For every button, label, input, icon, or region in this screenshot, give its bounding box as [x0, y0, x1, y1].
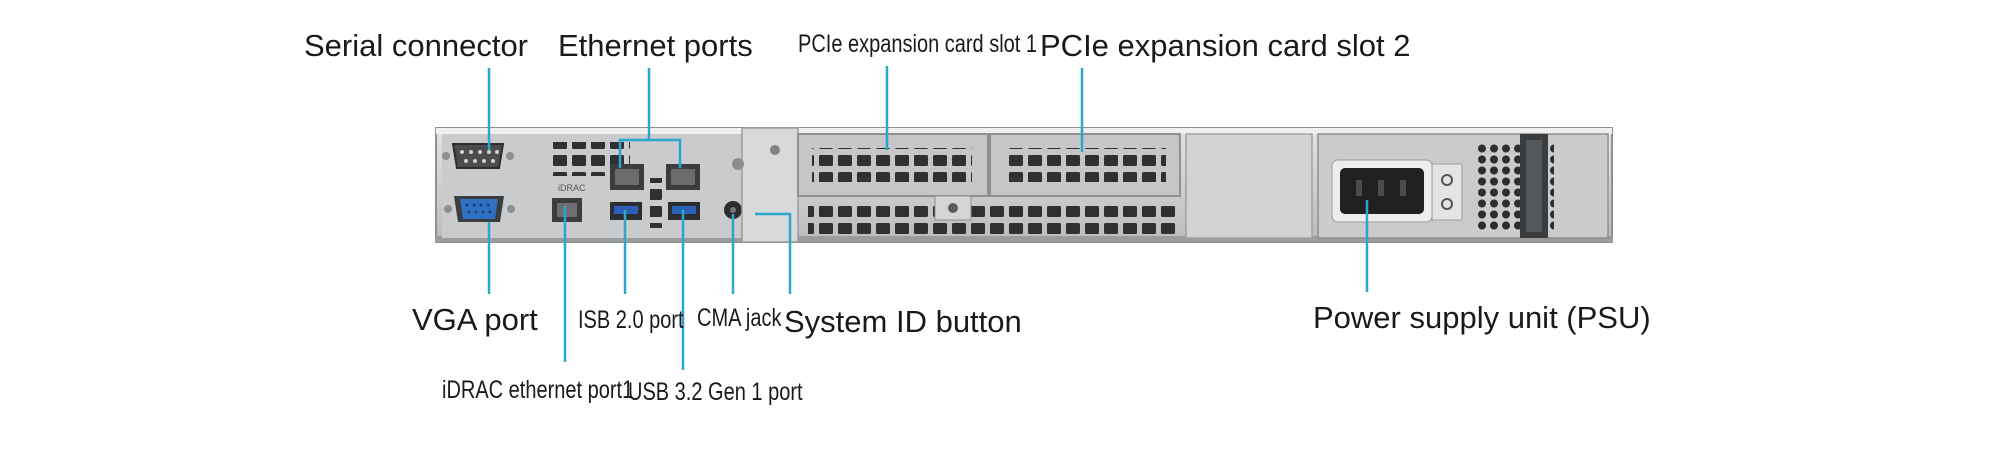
serial-screw-right: [506, 152, 514, 160]
power-inlet-pin-2: [1378, 180, 1384, 196]
label-idrac-port-text: iDRAC ethernet port: [442, 376, 623, 404]
psu-handle-grip: [1526, 140, 1542, 232]
power-inlet-pin-1: [1356, 180, 1362, 196]
chassis-bottom-rim: [436, 236, 1612, 242]
label-pcie-slot-1: PCIe expansion card slot 1: [798, 30, 1038, 58]
psu-led-2: [1441, 198, 1453, 210]
io-vent-strip: [650, 178, 662, 228]
power-inlet-pin-3: [1400, 180, 1406, 196]
blank-plate: [1185, 133, 1313, 239]
label-vga-port: VGA port: [412, 302, 538, 337]
label-system-id-button: System ID button: [784, 304, 1022, 339]
chassis-top-rim: [436, 128, 1612, 134]
ethernet-port-2-cavity: [671, 169, 695, 185]
callout-line-system-id: [755, 212, 792, 294]
cma-jack-center: [730, 207, 736, 213]
label-psu: Power supply unit (PSU): [1313, 300, 1651, 335]
vga-screw-left: [444, 205, 452, 213]
callout-line-ethernet-split: [618, 138, 682, 168]
pcie-slot-2-vents: [1004, 148, 1166, 182]
idrac-port-cavity: [557, 203, 577, 217]
serial-connector-pins: [460, 150, 499, 163]
label-serial-connector: Serial connector: [304, 28, 529, 63]
latch-panel: [741, 127, 799, 243]
label-pcie-slot-2: PCIe expansion card slot 2: [1040, 28, 1411, 63]
label-usb2-port: ISB 2.0 port: [578, 306, 684, 334]
label-cma-jack: CMA jack: [697, 304, 782, 332]
lower-vent-strip: [808, 204, 1178, 234]
psu-latch: [1431, 163, 1463, 221]
label-ethernet-ports: Ethernet ports: [558, 28, 753, 63]
label-idrac-port: iDRAC ethernet port1: [442, 378, 633, 403]
pcie-slot-1-vents: [812, 148, 972, 182]
latch-hole: [732, 158, 744, 170]
ethernet-port-1-cavity: [615, 169, 639, 185]
idrac-marking: iDRAC: [558, 183, 586, 193]
label-usb32-port: USB 3.2 Gen 1 port: [628, 378, 803, 406]
serial-screw-left: [442, 152, 450, 160]
label-idrac-port-suffix: 1: [622, 376, 634, 404]
bracket-tab-hole: [948, 203, 958, 213]
latch-screw: [770, 145, 780, 155]
psu-led-1: [1441, 174, 1453, 186]
vga-port-pins: [465, 203, 492, 214]
vga-screw-right: [507, 205, 515, 213]
